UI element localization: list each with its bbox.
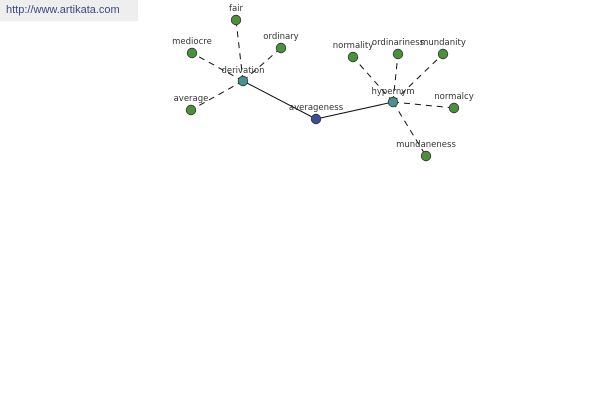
label-derivation[interactable]: derivation <box>221 66 264 76</box>
node-mundaneness[interactable] <box>420 150 432 162</box>
node-average[interactable] <box>185 104 197 116</box>
label-normalcy[interactable]: normalcy <box>434 92 474 102</box>
label-fair[interactable]: fair <box>229 4 244 14</box>
edge-hypernym-ordinariness <box>392 53 399 103</box>
node-fair[interactable] <box>230 14 242 26</box>
node-hypernym[interactable] <box>387 96 399 108</box>
edge-derivation-mediocre <box>191 52 244 82</box>
label-average[interactable]: average <box>174 94 209 104</box>
edge-hypernym-mundanity <box>392 53 444 103</box>
label-averageness[interactable]: averageness <box>289 103 344 113</box>
label-mundanity[interactable]: mundanity <box>420 38 466 48</box>
label-mediocre[interactable]: mediocre <box>172 37 212 47</box>
label-ordinariness[interactable]: ordinariness <box>372 38 425 48</box>
edge-derivation-ordinary <box>242 47 282 82</box>
edge-hypernym-normalcy <box>392 101 455 109</box>
graph-labels: averageness derivation fair mediocre ordinar… <box>172 4 474 150</box>
node-normality[interactable] <box>347 51 359 63</box>
edge-center-derivation <box>242 80 317 120</box>
node-normalcy[interactable] <box>448 102 460 114</box>
site-url-banner[interactable]: http://www.artikata.com <box>0 0 138 21</box>
node-mundanity[interactable] <box>437 48 449 60</box>
node-ordinariness[interactable] <box>392 48 404 60</box>
label-normality[interactable]: normality <box>333 41 374 51</box>
label-mundaneness[interactable]: mundaneness <box>396 140 456 150</box>
edge-center-hypernym <box>315 101 394 120</box>
label-ordinary[interactable]: ordinary <box>263 32 298 42</box>
node-ordinary[interactable] <box>275 42 287 54</box>
node-derivation[interactable] <box>237 75 249 87</box>
node-averageness[interactable] <box>310 113 322 125</box>
edge-derivation-average <box>190 80 244 111</box>
node-mediocre[interactable] <box>186 47 198 59</box>
graph-edges <box>190 19 455 157</box>
label-hypernym[interactable]: hypernym <box>371 87 414 97</box>
graph-nodes <box>185 14 460 162</box>
